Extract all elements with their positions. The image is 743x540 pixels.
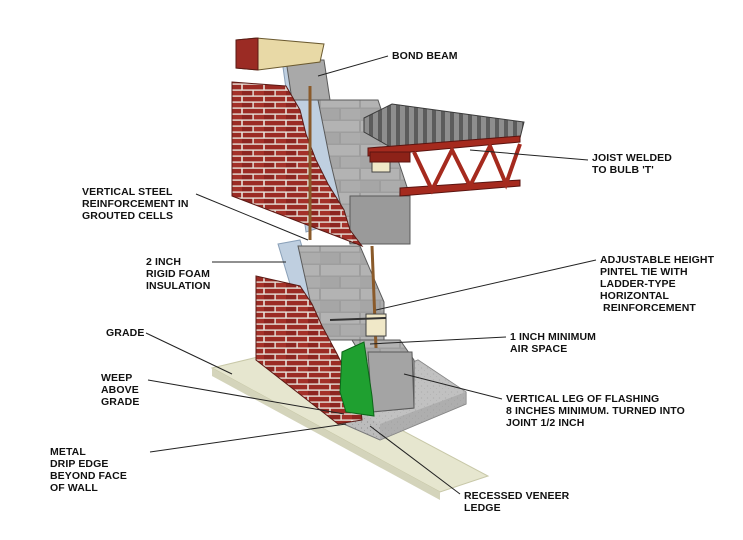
top-brick-cap [235, 37, 259, 71]
label-joist: JOIST WELDED TO BULB 'T' [592, 152, 672, 176]
bearing-plate [369, 151, 411, 163]
label-air-space: 1 INCH MINIMUM AIR SPACE [510, 331, 596, 355]
label-flashing: VERTICAL LEG OF FLASHING 8 INCHES MINIMU… [506, 393, 685, 429]
joist-bottom-chord [399, 179, 521, 197]
label-weep: WEEP ABOVE GRADE [101, 372, 140, 408]
upper-block-face [349, 195, 411, 245]
label-veneer-ledge: RECESSED VENEER LEDGE [464, 490, 570, 514]
label-bond-beam: BOND BEAM [392, 50, 458, 62]
ladder-reinforcement [329, 317, 387, 321]
label-pintel-tie: ADJUSTABLE HEIGHT PINTEL TIE WITH LADDER… [600, 254, 715, 314]
label-rigid-foam: 2 INCH RIGID FOAM INSULATION [146, 256, 211, 292]
joist-web [412, 141, 522, 195]
lower-block-face [367, 351, 415, 413]
label-drip-edge: METAL DRIP EDGE BEYOND FACE OF WALL [50, 446, 127, 494]
joist-top-chord [367, 135, 521, 157]
label-grade: GRADE [106, 327, 145, 339]
label-vertical-steel: VERTICAL STEEL REINFORCEMENT IN GROUTED … [82, 186, 189, 222]
